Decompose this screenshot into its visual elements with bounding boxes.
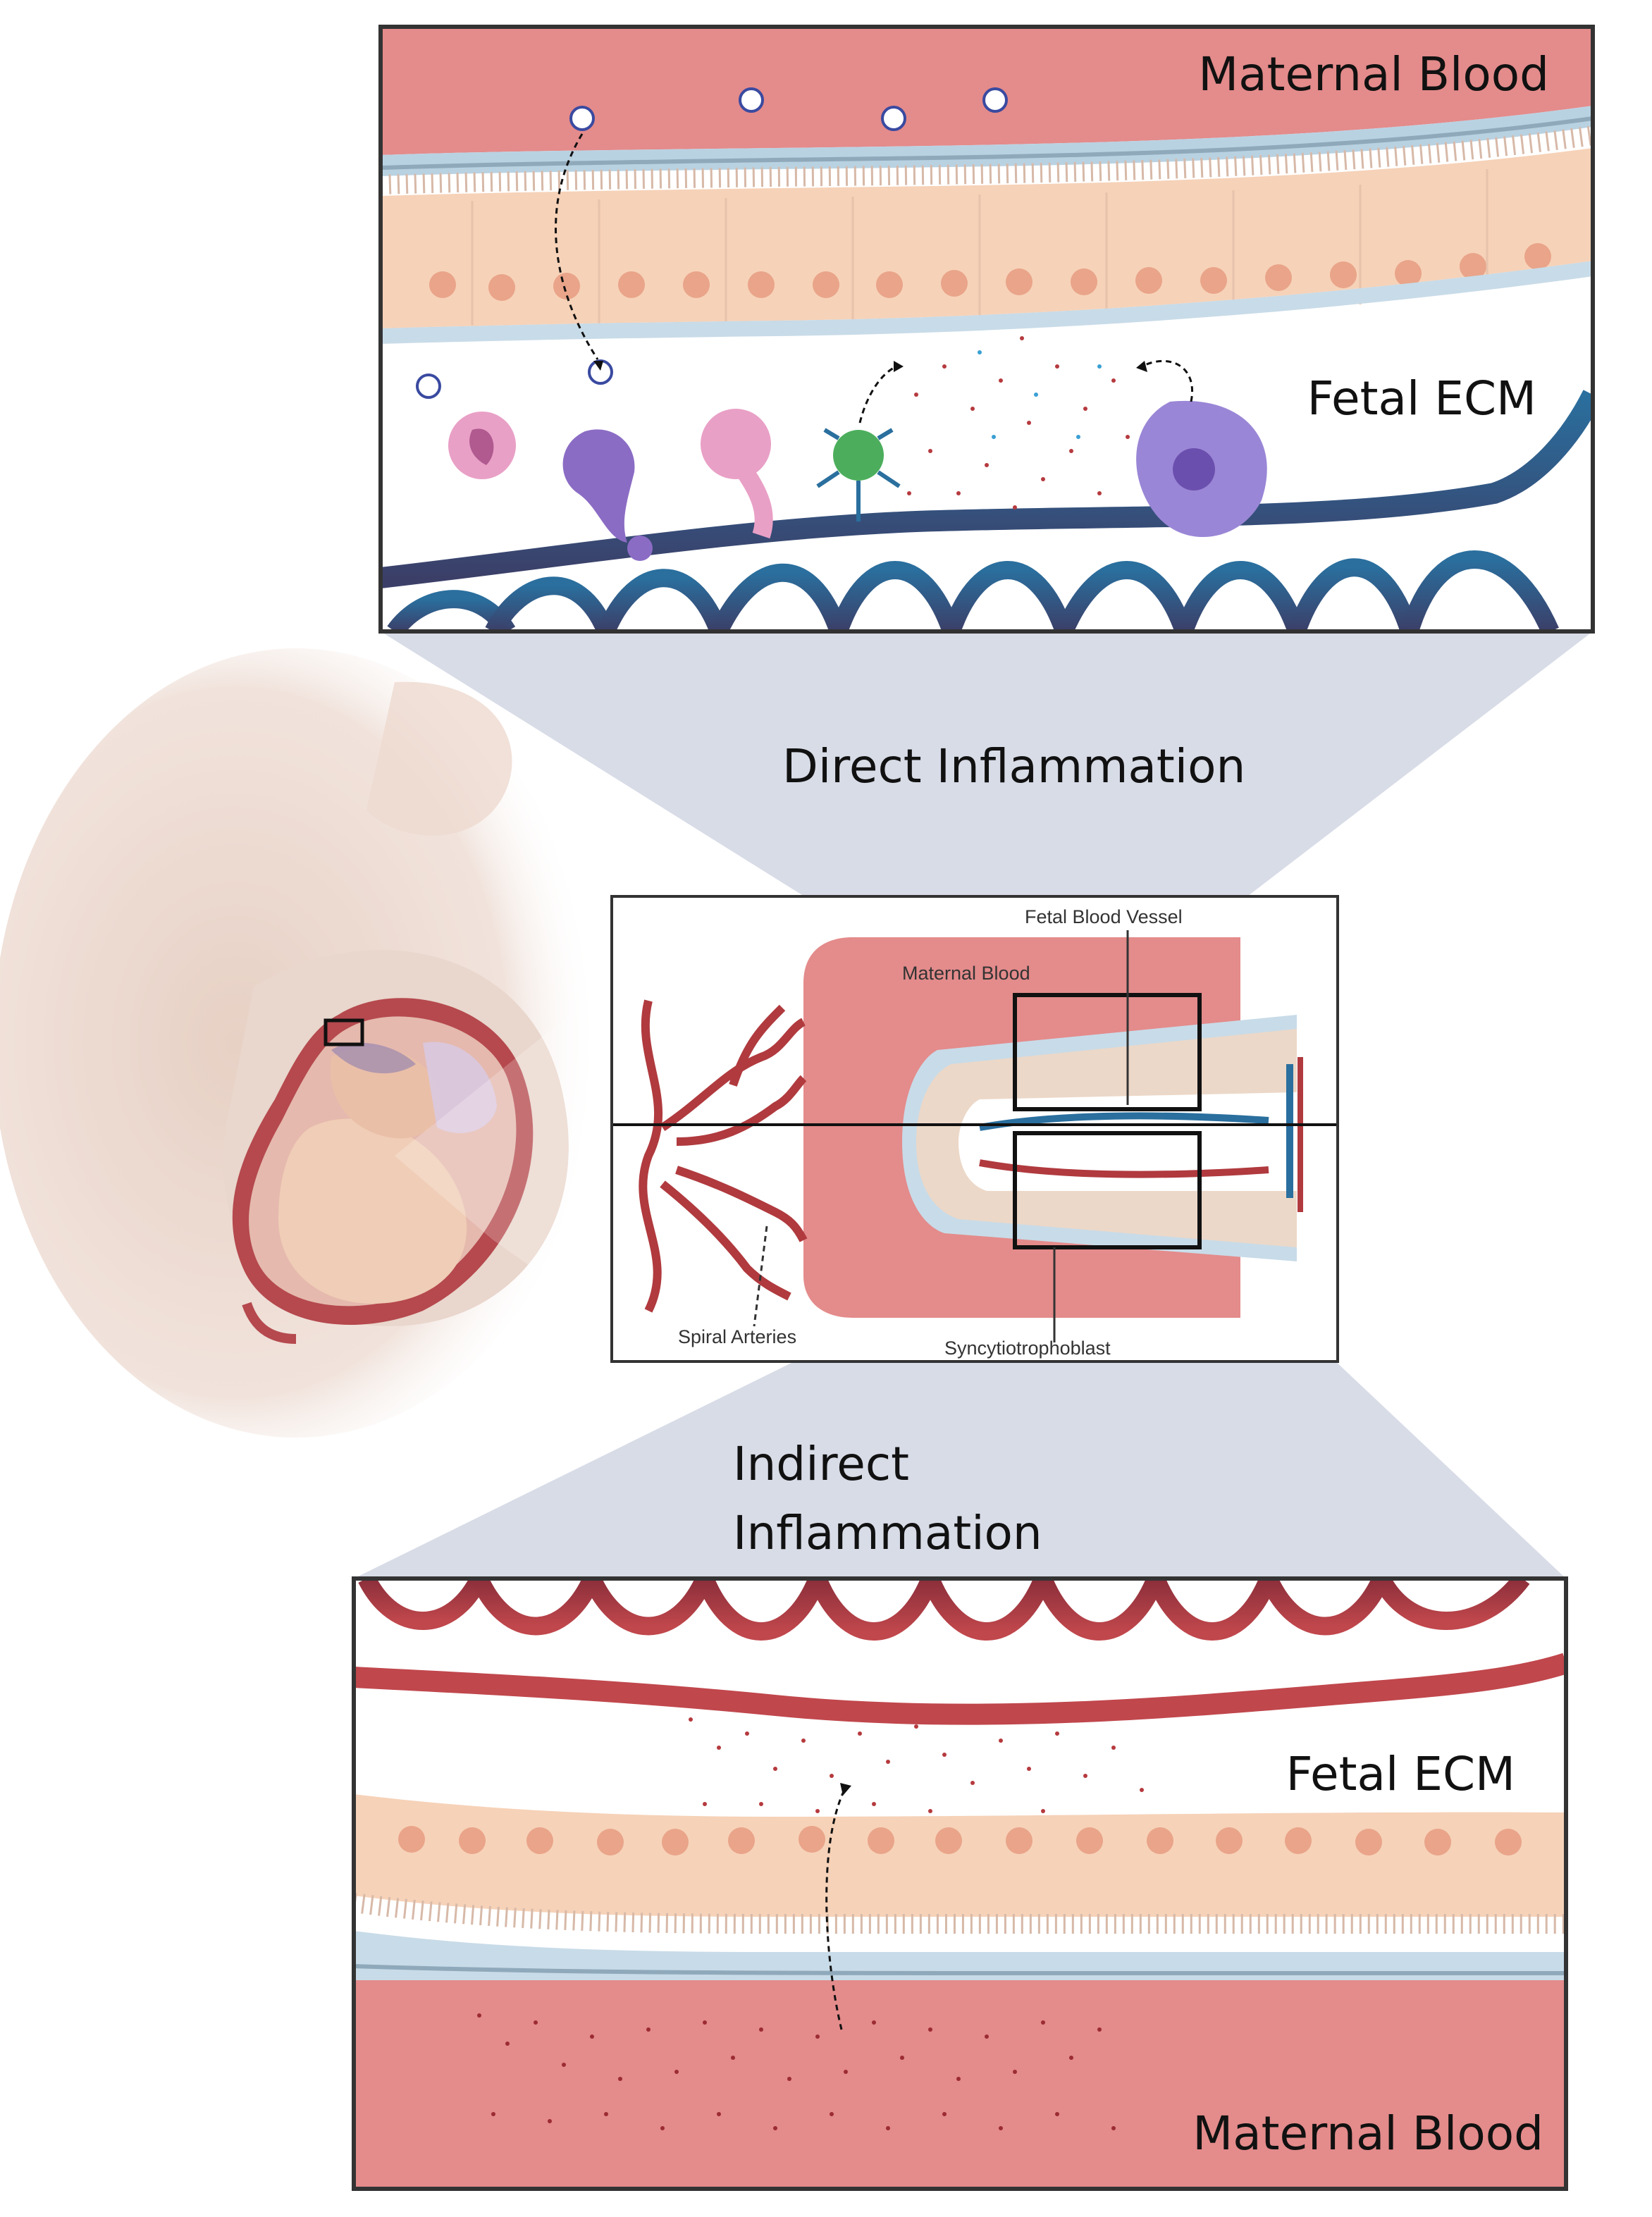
spiral-arteries-label: Spiral Arteries bbox=[678, 1326, 796, 1347]
center-panel-frame bbox=[610, 895, 1339, 1363]
trophoblast-nuclei bbox=[429, 243, 1551, 301]
bottom-trophoblast-nuclei bbox=[398, 1826, 1522, 1855]
indirect-label-line2: Inflammation bbox=[733, 1506, 1042, 1560]
maternal-cytokines bbox=[477, 2013, 1116, 2130]
center-maternal-blood-label: Maternal Blood bbox=[902, 963, 1030, 984]
direct-panel-frame bbox=[378, 25, 1595, 634]
placental-villus-panel: Fetal Blood Vessel Maternal Blood Spiral… bbox=[612, 896, 1338, 1361]
pregnant-body-illustration bbox=[0, 648, 613, 1438]
top-fetal-ecm-label: Fetal ECM bbox=[1307, 371, 1536, 426]
bottom-maternal-blood-label: Maternal Blood bbox=[1192, 2106, 1543, 2161]
indirect-inflammation-panel: Fetal ECM Maternal Blood bbox=[354, 1579, 1566, 2189]
pathogen-particles bbox=[416, 87, 1008, 399]
top-maternal-blood-label: Maternal Blood bbox=[1198, 47, 1549, 101]
indirect-panel-frame bbox=[352, 1576, 1568, 2191]
direct-inflammation-panel: Maternal Blood Fetal ECM bbox=[381, 27, 1593, 631]
cytokine-cloud bbox=[907, 336, 1130, 510]
placenta-zoom-box bbox=[323, 1018, 364, 1046]
bottom-zoom-box bbox=[1013, 1131, 1202, 1249]
indirect-label-line1: Indirect bbox=[733, 1437, 909, 1491]
direct-inflammation-label: Direct Inflammation bbox=[782, 739, 1245, 793]
fetal-blood-vessel-label: Fetal Blood Vessel bbox=[1025, 906, 1183, 927]
syncytiotrophoblast-label: Syncytiotrophoblast bbox=[944, 1338, 1111, 1359]
bottom-fetal-ecm-label: Fetal ECM bbox=[1286, 1747, 1515, 1801]
top-zoom-box bbox=[1013, 993, 1202, 1111]
immune-cells bbox=[448, 400, 1267, 561]
